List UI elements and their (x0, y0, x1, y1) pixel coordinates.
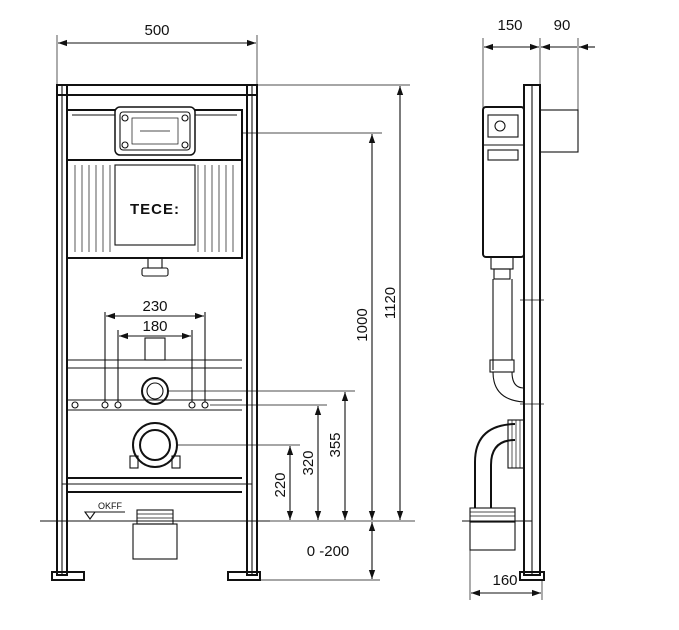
hole-inner-label: 180 (142, 318, 167, 335)
bolt (71, 401, 79, 409)
brand-panel (114, 164, 196, 246)
adjust-range-label: 0 -200 (307, 543, 350, 560)
depth-90-label: 90 (554, 17, 571, 34)
left-foot (51, 571, 85, 581)
bend-pipe (474, 423, 516, 508)
bolt (114, 401, 122, 409)
right-foot (227, 571, 261, 581)
front-view: TECE: (40, 84, 270, 581)
depth-150-label: 150 (497, 17, 522, 34)
top-rail (56, 84, 258, 96)
height-220-label: 220 (272, 472, 289, 497)
height-1000-label: 1000 (354, 308, 371, 341)
height-1120-label: 1120 (382, 287, 399, 319)
bottom-160-label: 160 (492, 572, 517, 589)
bolt (201, 401, 209, 409)
hole-outer-label: 230 (142, 298, 167, 315)
floor-marker-icon (83, 511, 97, 520)
dimension-hole-180: 180 (119, 318, 191, 340)
brand-logo: TECE: (130, 201, 180, 218)
height-355-label: 355 (327, 432, 344, 457)
dimension-hole-230: 230 (106, 298, 204, 320)
actuator-depth-box (539, 109, 579, 153)
side-view (462, 84, 579, 581)
cistern-ribs-left (74, 165, 111, 252)
bolt (188, 401, 196, 409)
dimension-depth-90: 90 (541, 17, 595, 110)
dimension-bottom-160: 160 (469, 550, 543, 600)
cistern-ribs-right (197, 165, 234, 252)
dimension-width-500: 500 (56, 22, 258, 88)
drain-outlet (132, 422, 178, 468)
height-320-label: 320 (300, 450, 317, 475)
width-label: 500 (144, 22, 169, 39)
bolt (101, 401, 109, 409)
dimension-heights: 1120 1000 355 320 220 0 -200 (168, 84, 415, 581)
floor-level-label: OKFF (98, 501, 123, 511)
dimension-depth-150: 150 (482, 17, 541, 110)
